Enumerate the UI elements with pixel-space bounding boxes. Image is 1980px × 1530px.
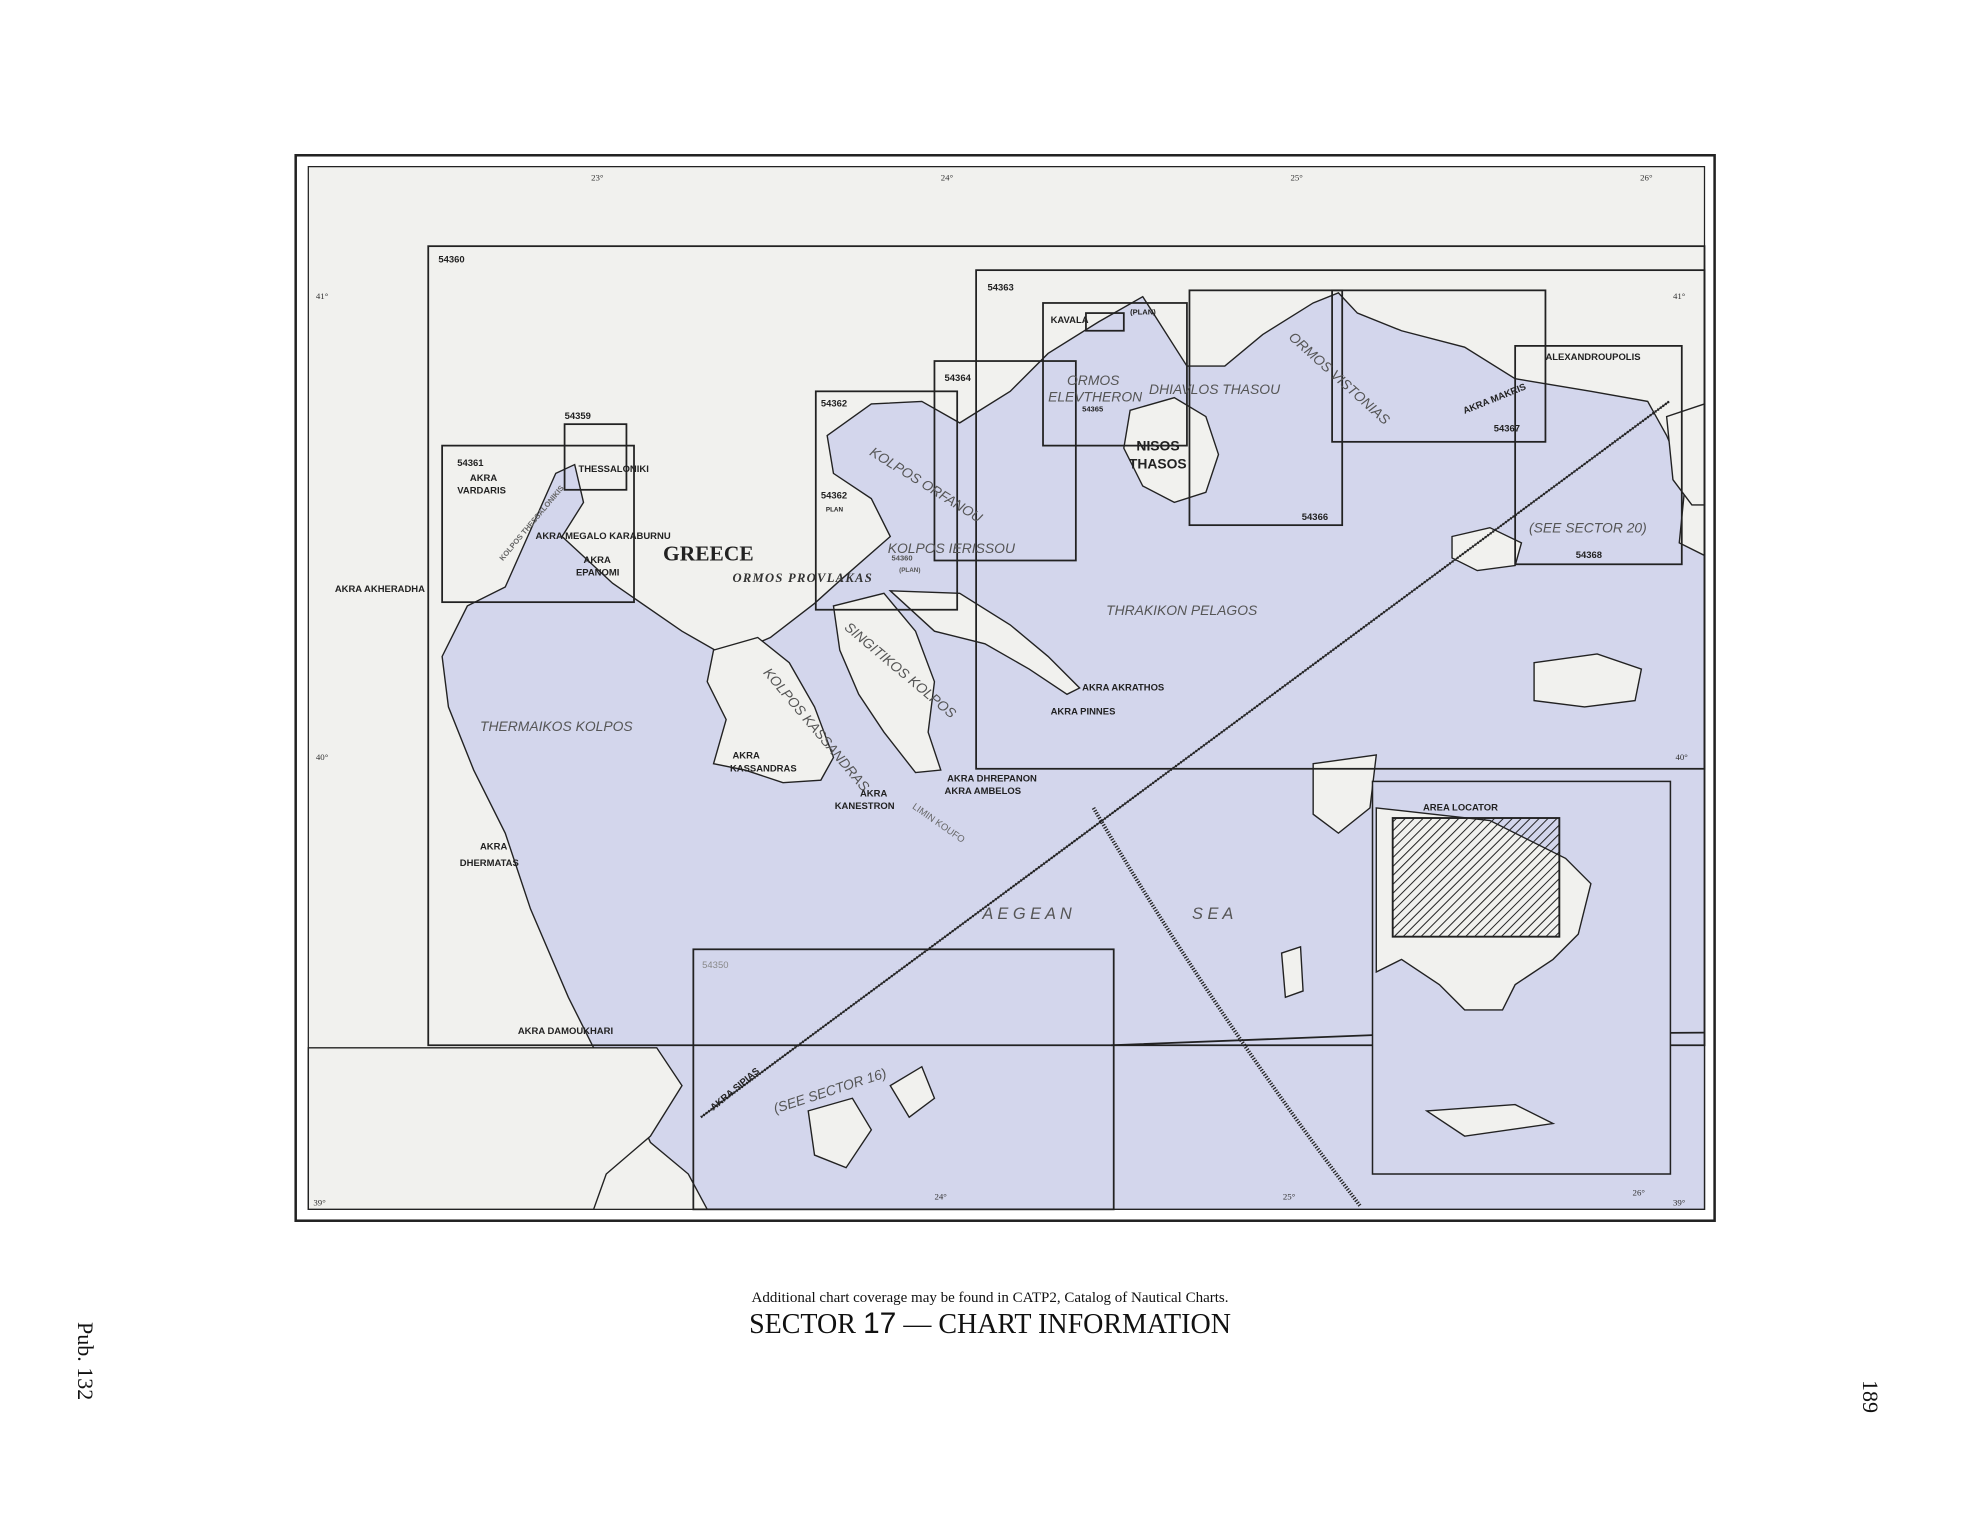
svg-text:AKRA: AKRA xyxy=(732,751,759,762)
svg-text:40°: 40° xyxy=(1675,752,1688,762)
svg-text:25°: 25° xyxy=(1290,173,1303,183)
chart-box-54361[interactable] xyxy=(441,444,635,604)
svg-text:41°: 41° xyxy=(1673,291,1686,301)
land-kassandra xyxy=(706,636,835,784)
area-locator-label: AREA LOCATOR xyxy=(1423,802,1498,813)
svg-text:39°: 39° xyxy=(1673,1198,1686,1208)
svg-text:AKRA AKHERADHA: AKRA AKHERADHA xyxy=(335,584,425,595)
chart-box-kavala-plan[interactable] xyxy=(1085,312,1125,332)
chart-box-54368[interactable] xyxy=(1514,345,1683,566)
svg-text:24°: 24° xyxy=(941,173,954,183)
chart-number-labels: 54360 54363 54359 54361 54362 54362 PLAN… xyxy=(438,255,1602,972)
svg-text:54350: 54350 xyxy=(702,960,728,971)
land-thasos xyxy=(1123,396,1220,504)
svg-text:26°: 26° xyxy=(1640,173,1653,183)
coverage-note: Additional chart coverage may be found i… xyxy=(751,1290,1229,1306)
chart-box-54359[interactable] xyxy=(563,423,628,491)
svg-text:AKRA AMBELOS: AKRA AMBELOS xyxy=(945,786,1022,797)
svg-text:54362: 54362 xyxy=(821,398,847,409)
page-number: 189 xyxy=(1858,1380,1883,1413)
svg-text:AKRA: AKRA xyxy=(584,555,611,566)
svg-text:S E A: S E A xyxy=(1192,905,1233,923)
svg-text:THESSALONIKI: THESSALONIKI xyxy=(578,464,648,475)
svg-text:THASOS: THASOS xyxy=(1129,455,1187,471)
svg-text:ELEVTHERON: ELEVTHERON xyxy=(1048,388,1143,404)
title-prefix: SECTOR xyxy=(749,1309,856,1340)
svg-text:54364: 54364 xyxy=(945,373,972,384)
publication-label: Pub. 132 xyxy=(73,1322,98,1401)
svg-text:24°: 24° xyxy=(934,1191,947,1201)
svg-text:54360: 54360 xyxy=(438,255,464,266)
sector-number: 17 xyxy=(862,1307,897,1340)
land-imbros xyxy=(1533,653,1643,708)
svg-text:ALEXANDROUPOLIS: ALEXANDROUPOLIS xyxy=(1545,352,1640,363)
degree-labels: 23° 24° 25° 26° 41° 40° 39° 41° 40° 39° … xyxy=(313,173,1688,1208)
land-island-south xyxy=(1280,945,1304,999)
chart-box-54365[interactable] xyxy=(1042,302,1188,447)
chart-box-54363[interactable] xyxy=(975,269,1706,770)
svg-text:ORMOS PROVLAKAS: ORMOS PROVLAKAS xyxy=(732,571,873,585)
svg-text:NISOS: NISOS xyxy=(1136,438,1179,454)
svg-text:THERMAIKOS KOLPOS: THERMAIKOS KOLPOS xyxy=(480,718,633,734)
svg-text:54363: 54363 xyxy=(987,282,1013,293)
svg-text:PLAN: PLAN xyxy=(826,506,844,513)
svg-text:KAVALA: KAVALA xyxy=(1051,315,1089,326)
sector-boundary xyxy=(700,400,1670,1118)
title-suffix: — CHART INFORMATION xyxy=(903,1309,1231,1340)
svg-text:KANESTRON: KANESTRON xyxy=(835,801,895,812)
svg-text:GREECE: GREECE xyxy=(663,541,754,565)
page-title: SECTOR 17 — CHART INFORMATION xyxy=(0,1307,1980,1341)
svg-text:26°: 26° xyxy=(1633,1187,1646,1197)
sector-boundary-curve xyxy=(1091,806,1362,1207)
svg-text:54359: 54359 xyxy=(565,411,591,422)
svg-text:KOLPOS IERISSOU: KOLPOS IERISSOU xyxy=(888,540,1016,556)
svg-text:AKRA PINNES: AKRA PINNES xyxy=(1051,707,1116,718)
svg-text:54366: 54366 xyxy=(1302,512,1328,523)
svg-text:54368: 54368 xyxy=(1576,550,1602,561)
svg-text:AKRA AKRATHOS: AKRA AKRATHOS xyxy=(1082,683,1164,694)
chart-box-54364[interactable] xyxy=(933,360,1077,562)
chart-box-54367[interactable] xyxy=(1331,289,1547,443)
chart-box-54362[interactable] xyxy=(814,390,959,611)
svg-text:AKRA DHREPANON: AKRA DHREPANON xyxy=(947,773,1037,784)
svg-text:(SEE SECTOR 20): (SEE SECTOR 20) xyxy=(1529,520,1647,536)
svg-text:54365: 54365 xyxy=(1082,405,1103,414)
svg-text:39°: 39° xyxy=(313,1198,326,1208)
svg-text:THRAKIKON PELAGOS: THRAKIKON PELAGOS xyxy=(1106,602,1258,618)
area-locator-inset: AREA LOCATOR xyxy=(1371,780,1672,1175)
land-skiathos-group xyxy=(807,1097,873,1169)
land-skopelos xyxy=(889,1065,936,1119)
svg-text:54360: 54360 xyxy=(892,553,913,562)
svg-text:ORMOS: ORMOS xyxy=(1067,372,1120,388)
land-pelion xyxy=(307,1047,683,1211)
svg-text:(PLAN): (PLAN) xyxy=(899,567,920,574)
svg-text:(PLAN): (PLAN) xyxy=(1130,307,1156,316)
svg-text:AKRA: AKRA xyxy=(860,789,887,800)
land-lemnos xyxy=(1312,754,1378,835)
land-sithonia xyxy=(832,592,942,774)
land-samothraki xyxy=(1451,526,1523,572)
svg-text:A E G E A N: A E G E A N xyxy=(981,905,1071,923)
svg-text:VARDARIS: VARDARIS xyxy=(457,486,506,497)
svg-text:25°: 25° xyxy=(1283,1191,1296,1201)
svg-text:AKRA: AKRA xyxy=(470,473,497,484)
svg-text:DHERMATAS: DHERMATAS xyxy=(460,858,519,869)
svg-text:KASSANDRAS: KASSANDRAS xyxy=(730,763,797,774)
svg-text:40°: 40° xyxy=(316,752,329,762)
svg-text:EPANOMI: EPANOMI xyxy=(576,568,619,579)
svg-text:AKRA MEGALO KARABURNU: AKRA MEGALO KARABURNU xyxy=(536,531,671,542)
svg-text:DHIAVLOS THASOU: DHIAVLOS THASOU xyxy=(1149,381,1281,397)
svg-text:54362: 54362 xyxy=(821,491,847,502)
chart-box-54350[interactable] xyxy=(692,948,1115,1211)
svg-text:54367: 54367 xyxy=(1494,424,1520,435)
land-athos xyxy=(888,590,1081,696)
svg-text:23°: 23° xyxy=(591,173,604,183)
svg-text:AKRA: AKRA xyxy=(480,842,507,853)
chart-box-54366[interactable] xyxy=(1188,289,1344,527)
svg-text:41°: 41° xyxy=(316,291,329,301)
svg-text:54361: 54361 xyxy=(457,458,483,469)
svg-text:AKRA DAMOUKHARI: AKRA DAMOUKHARI xyxy=(518,1026,613,1037)
